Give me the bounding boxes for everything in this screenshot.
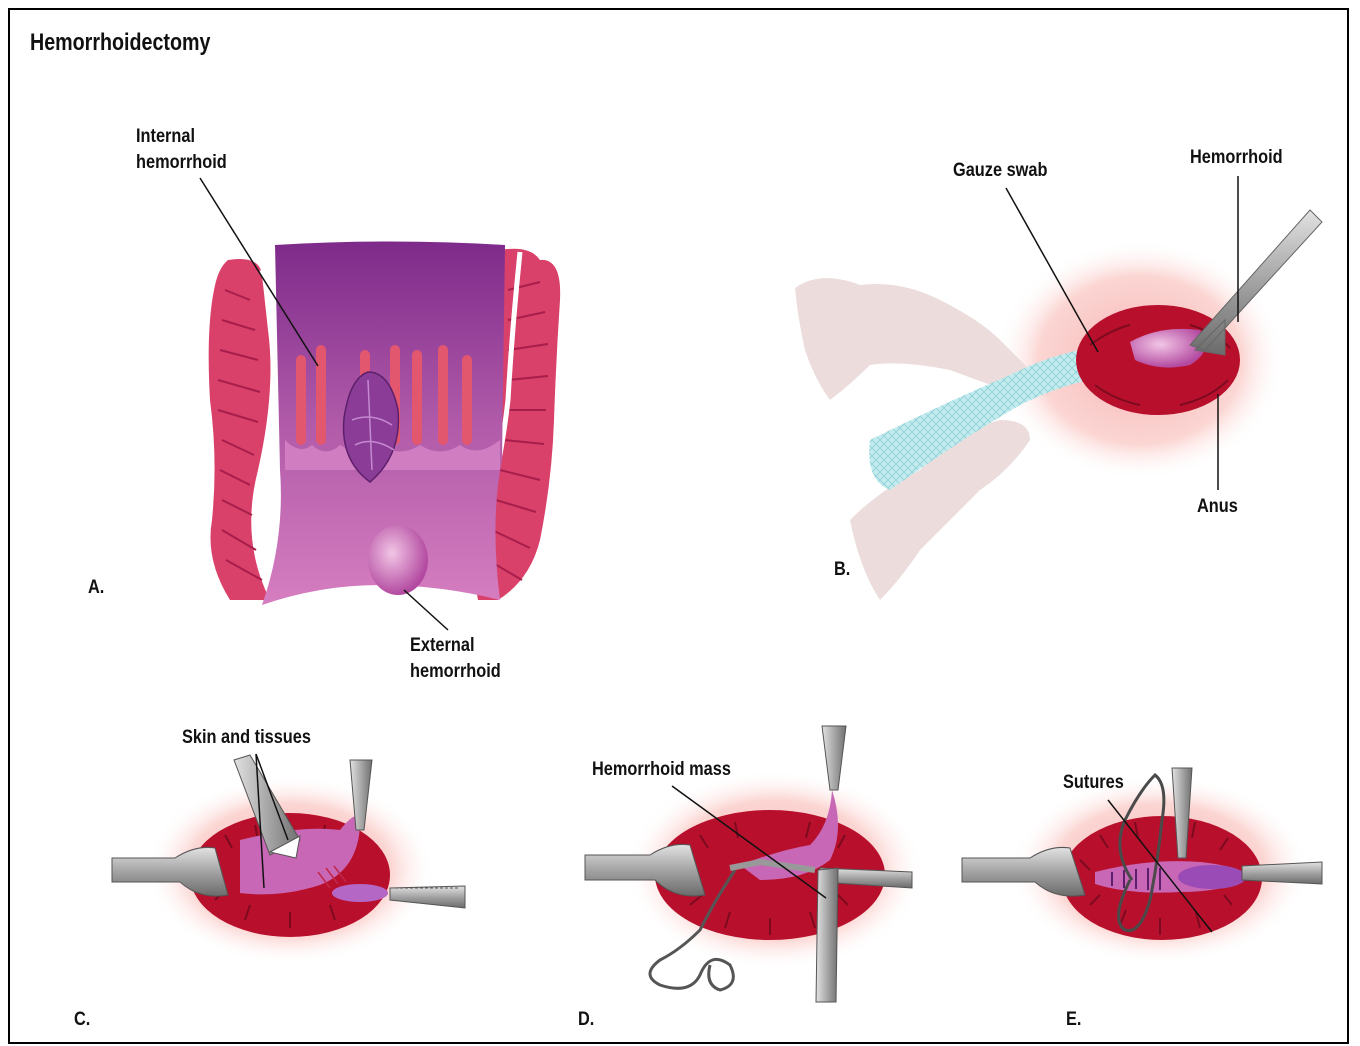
label-skin-and-tissues: Skin and tissues: [182, 725, 311, 751]
panel-b-gauze: [795, 176, 1322, 600]
panel-letter-c: C.: [74, 1007, 90, 1033]
label-internal-hemorrhoid-2: hemorrhoid: [136, 150, 227, 176]
label-anus: Anus: [1197, 494, 1238, 520]
panel-letter-e: E.: [1066, 1007, 1081, 1033]
label-internal-hemorrhoid-1: Internal: [136, 124, 195, 150]
panel-letter-a: A.: [88, 575, 104, 601]
figure-title: Hemorrhoidectomy: [30, 30, 210, 56]
scissors-d: [816, 868, 838, 1002]
panel-letter-b: B.: [834, 557, 850, 583]
label-external-hemorrhoid-1: External: [410, 633, 474, 659]
label-gauze-swab: Gauze swab: [953, 158, 1047, 184]
panel-letter-d: D.: [578, 1007, 594, 1033]
panel-e-sutures: [962, 768, 1322, 965]
panel-a-anatomy: [200, 178, 560, 630]
panel-c-incision: [112, 754, 465, 965]
clamp-e: [1242, 862, 1322, 884]
left-muscle-wall: [209, 259, 271, 600]
external-hemorrhoid: [368, 525, 428, 595]
label-hemorrhoid-b: Hemorrhoid: [1190, 145, 1283, 171]
label-sutures: Sutures: [1063, 770, 1124, 796]
label-hemorrhoid-mass: Hemorrhoid mass: [592, 757, 731, 783]
label-external-hemorrhoid-2: hemorrhoid: [410, 659, 501, 685]
